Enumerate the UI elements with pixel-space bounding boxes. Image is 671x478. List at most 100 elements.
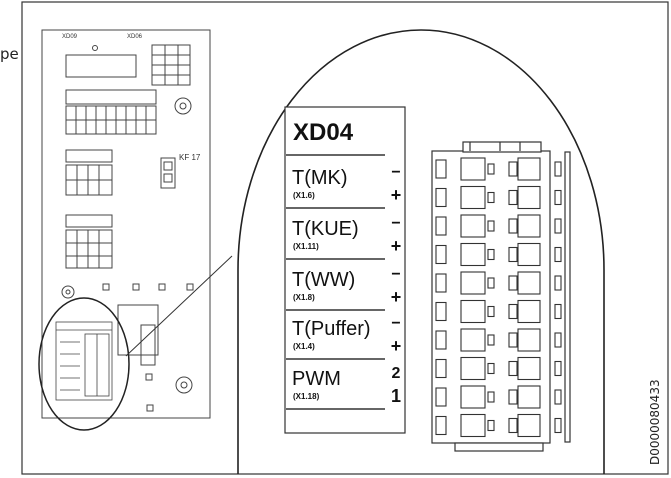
slot-pin (508, 275, 518, 291)
board-connector-label: XD06 (127, 34, 143, 40)
slot-pin (487, 362, 495, 375)
slot-clamp (460, 385, 486, 409)
terminal-slot-row (435, 299, 562, 324)
slot-pin (508, 360, 518, 377)
slot-pin (487, 305, 495, 318)
slot-clamp (517, 356, 541, 381)
terminal-slot-row (435, 356, 562, 381)
terminal-slot-row (435, 271, 562, 295)
polarity-top-mark: − (391, 164, 400, 181)
slot-clamp (460, 271, 486, 295)
slot-pin (508, 218, 518, 234)
terminal-group-name: T(KUE) (292, 218, 359, 240)
terminal-group: T(KUE) (X1.11) − + (286, 215, 402, 260)
polarity-bottom-mark: + (391, 236, 402, 256)
terminal-slot-row (435, 242, 562, 267)
board-kf-label: KF 17 (179, 153, 201, 162)
slot-clamp (460, 356, 486, 381)
terminal-group: T(Puffer) (X1.4) − + (286, 315, 402, 360)
slot-pin (487, 163, 495, 175)
slot-side (435, 387, 447, 407)
slot-side (435, 273, 447, 293)
slot-pin (508, 246, 518, 263)
slot-side (435, 159, 447, 179)
terminal-slot-row (435, 185, 562, 210)
slot-pin (508, 417, 518, 434)
slot-clamp (517, 185, 541, 210)
slot-side (435, 244, 447, 265)
slot-side (435, 330, 447, 350)
slot-clamp (460, 328, 486, 352)
terminal-slots (435, 157, 562, 438)
slot-clamp (517, 385, 541, 409)
polarity-top-mark: 2 (392, 365, 401, 382)
terminal-slot-row (435, 328, 562, 352)
terminal-group-name: T(Puffer) (292, 318, 371, 340)
slot-clamp (517, 157, 541, 181)
slot-clamp (460, 157, 486, 181)
slot-clamp (517, 328, 541, 352)
terminal-group-code: (X1.6) (293, 191, 315, 200)
polarity-bottom-mark: + (391, 185, 402, 205)
slot-side (554, 303, 562, 320)
slot-pin (508, 189, 518, 206)
slot-side (554, 189, 562, 206)
polarity-bottom-mark: + (391, 287, 402, 307)
slot-pin (508, 332, 518, 348)
detail-highlight-ellipse (38, 297, 130, 431)
terminal-group: PWM(X1.18)21 (286, 365, 401, 410)
terminal-group-code: (X1.8) (293, 293, 315, 302)
terminal-group-name: PWM (292, 368, 341, 390)
slot-side (554, 389, 562, 405)
slot-side (554, 332, 562, 348)
slot-pin (487, 191, 495, 204)
slot-clamp (460, 185, 486, 210)
circuit-board (41, 29, 211, 419)
slot-pin (508, 303, 518, 320)
polarity-top-mark: − (391, 215, 400, 232)
slot-clamp (517, 242, 541, 267)
small-terminal-block (55, 321, 113, 401)
terminal-group-code: (X1.4) (293, 342, 315, 351)
slot-clamp (460, 242, 486, 267)
board-connector-label: XD09 (62, 34, 78, 40)
slot-pin (487, 391, 495, 403)
cropped-text: pe (0, 45, 19, 63)
slot-clamp (517, 299, 541, 324)
slot-clamp (460, 299, 486, 324)
polarity-bottom-mark: + (391, 336, 402, 356)
slot-pin (487, 419, 495, 432)
polarity-top-mark: − (391, 315, 400, 332)
slot-pin (487, 277, 495, 289)
terminal-group-code: (X1.11) (293, 242, 319, 251)
terminal-header: XD04 (293, 119, 354, 146)
slot-side (554, 417, 562, 434)
slot-clamp (460, 214, 486, 238)
slot-side (554, 161, 562, 177)
slot-side (554, 246, 562, 263)
slot-side (554, 275, 562, 291)
terminal-group: T(MK) (X1.6) − + (286, 164, 402, 209)
slot-side (435, 216, 447, 236)
document-id: D0000080433 (648, 379, 662, 465)
slot-side (435, 358, 447, 379)
polarity-top-mark: − (391, 266, 400, 283)
magnified-detail-ellipse (237, 29, 605, 474)
slot-clamp (460, 413, 486, 438)
terminal-group: T(WW)(X1.8)−+ (286, 266, 402, 311)
slot-pin (508, 161, 518, 177)
slot-clamp (517, 214, 541, 238)
slot-pin (487, 334, 495, 346)
slot-side (435, 187, 447, 208)
terminal-group-code: (X1.18) (293, 392, 320, 401)
terminal-label-panel (284, 106, 406, 434)
slot-side (554, 360, 562, 377)
slot-pin (487, 248, 495, 261)
terminal-slot-row (435, 214, 562, 238)
terminal-group-name: T(MK) (292, 167, 348, 189)
slot-side (435, 415, 447, 436)
slot-pin (508, 389, 518, 405)
slot-side (435, 301, 447, 322)
slot-clamp (517, 271, 541, 295)
